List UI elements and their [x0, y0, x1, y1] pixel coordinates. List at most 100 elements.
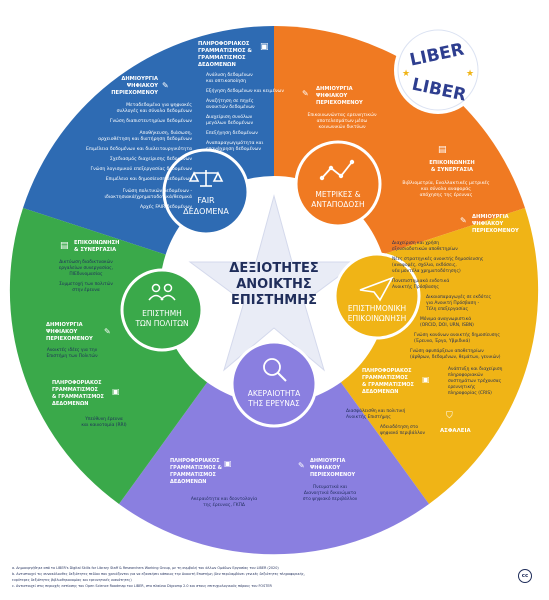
citizen-digital-item-2: Επιστήμη των Πολιτών — [46, 352, 98, 359]
pencil-icon: ✎ — [104, 327, 111, 336]
center-star — [188, 194, 360, 372]
fair-literacy-item-1: Ανάλυση δεδομένων — [206, 71, 253, 78]
footnotes: a. Δημιουργήθηκε από το LIBER's Digital … — [12, 565, 517, 589]
hub-fair-data: FAIR ΔΕΔΟΜΕΝΑ — [162, 148, 250, 236]
metrics-comm-heading-2: & ΣΥΝΕΡΓΑΣΙΑ — [431, 167, 473, 173]
scicomm-item-2: εξουσιοδοτικών αποθετηρίων — [392, 245, 458, 252]
magnifier-icon — [263, 358, 281, 376]
center-title-line-2: ΑΝΟΙΚΤΗΣ — [236, 277, 312, 292]
citizen-comm-item-5: στην έρευνα — [72, 286, 100, 293]
footnote-b-continued: ευρύτερες δεξιότητες βιβλιοθηκονομίας κα… — [12, 578, 132, 582]
hub-scicomm-line-2: ΕΠΙΚΟΙΝΩΝΗΣΗ — [348, 314, 407, 323]
integrity-digital-item-2: Διανοητικά δικαιώματα — [304, 489, 356, 496]
citizen-literacy-heading-2: ΓΡΑΜΜΑΤΙΣΜΟΣ — [52, 387, 98, 393]
scicomm-item-7: Ανοικτής Πρόσβασης — [392, 283, 439, 290]
footnote-c: c. Αντιστοιχεί στις περιοχές εστίασης το… — [12, 584, 272, 588]
citizen-sector-content: ▤ ΕΠΙΚΟΙΝΩΝΗΣΗ & ΣΥΝΕΡΓΑΣΙΑ Δικτύωση δια… — [46, 240, 127, 428]
fair-digital-item-11: ιδιοκτησιακά/χρηματοδοτικά/θεσμικά — [104, 193, 192, 200]
hub-citizen-line-1: ΕΠΙΣΤΗΜΗ — [142, 309, 182, 318]
fair-digital-heading-3: ΠΕΡΙΕΧΟΜΕΝΟΥ — [111, 90, 158, 96]
integrity-lit2-heading-3: ΓΡΑΜΜΑΤΙΣΜΟΣ — [170, 472, 216, 478]
fair-digital-item-6: Επιμέλεια δεδομένων και διαλειτουργικότη… — [86, 145, 192, 152]
fair-literacy-item-4: Αναζήτηση σε πηγές — [206, 97, 254, 104]
metrics-digital-heading-3: ΠΕΡΙΕΧΟΜΕΝΟΥ — [316, 100, 363, 106]
scicomm-item-3: Νέες στρατηγικές ανοικτής δημοσίευσης — [392, 255, 484, 262]
integrity-lit2-heading-4: ΔΕΔΟΜΕΝΩΝ — [170, 479, 206, 485]
hub-scicomm-line-1: ΕΠΙΣΤΗΜΟΝΙΚΗ — [348, 304, 406, 313]
metrics-digital-heading-2: ΨΗΦΙΑΚΟΥ — [316, 93, 348, 99]
metrics-comm-item-2: και σύνολα αναφοράς — [421, 185, 471, 192]
scicomm-item-9: για Ανοικτή Πρόσβαση - — [426, 299, 480, 306]
citizen-literacy-item-2: και καινοτομία (RRI) — [81, 421, 126, 428]
line-chart-icon — [321, 161, 353, 179]
citizen-literacy-heading-3: & ΓΡΑΜΜΑΤΙΣΜΟΣ — [52, 394, 105, 400]
hub-fair-line-1: FAIR — [197, 196, 215, 205]
center-title-line-3: ΕΠΙΣΤΗΜΗΣ — [231, 293, 317, 308]
fair-digital-item-1: Μεταδεδομένα για ψηφιακές — [126, 101, 192, 108]
pencil-icon: ✎ — [460, 216, 467, 225]
integrity-digital-heading-1: ΔΗΜΙΟΥΡΓΙΑ — [310, 458, 345, 464]
metrics-comm-item-3: απόχησης της έρευνας — [420, 191, 473, 198]
integrity-lit2-heading-2: ΓΡΑΜΜΑΤΙΣΜΟΣ & — [170, 465, 223, 471]
metrics-sector-content: ✎ ΔΗΜΙΟΥΡΓΙΑ ΨΗΦΙΑΚΟΥ ΠΕΡΙΕΧΟΜΕΝΟΥ Επικο… — [302, 86, 490, 198]
book-icon: ▣ — [422, 375, 430, 384]
license-badge-icon: cc — [518, 569, 532, 583]
citizen-digital-heading-3: ΠΕΡΙΕΧΟΜΕΝΟΥ — [46, 336, 93, 342]
chat-icon: ▤ — [60, 241, 69, 251]
center-title-line-1: ΔΕΞΙΟΤΗΤΕΣ — [229, 261, 318, 276]
fair-digital-item-12: Αρχές FAIR δεδομένων — [140, 203, 192, 210]
integrity-digital-item-1: Πνευματικά και — [313, 483, 348, 490]
fair-literacy-item-6: Διαχείριση συνόλων — [206, 113, 253, 120]
citizen-literacy-heading-1: ΠΛΗΡΟΦΟΡΙΑΚΟΣ — [52, 380, 102, 386]
integrity-lit2-item-2: της έρευνας, ΓΚΠΔ — [203, 501, 245, 508]
scicomm-digital-heading-1: ΔΗΜΙΟΥΡΓΙΑ — [472, 214, 509, 220]
fair-digital-item-7: Σχεδιασμός διαχείρισης δεδομένων — [110, 155, 193, 162]
fair-digital-item-10: Γνώση πολιτικών δεδομένων - — [123, 187, 193, 194]
shield-icon: ⛉ — [446, 411, 453, 421]
book-icon: ▣ — [224, 459, 232, 468]
fair-digital-item-2: συλλογές και σύνολα δεδομένων — [117, 107, 193, 114]
fair-literacy-item-8: Επεξήγηση δεδομένων — [206, 129, 258, 136]
hub-scholarly-communication: ΕΠΙΣΤΗΜΟΝΙΚΗ ΕΠΙΚΟΙΝΩΝΗΣΗ — [333, 252, 421, 340]
integrity-policy-item-4: ψηφιακό περιβάλλον — [380, 429, 425, 436]
metrics-digital-item-2: αποτελεσμάτων μέσω — [317, 117, 368, 124]
scicomm-item-4: (αναφορές, σχόλια, εκδόσεις, — [392, 261, 457, 268]
citizen-digital-item-1: Ανοικτές ιδέες για την — [47, 346, 98, 353]
metrics-comm-item-1: Βιβλιομετρία, Εναλλακτικές μετρικές — [402, 179, 489, 186]
fair-literacy-item-10: επανάχρηση δεδομένων — [206, 145, 261, 152]
integrity-cris-item-1: Ανάπτυξη και διαχείριση — [448, 365, 503, 372]
metrics-digital-heading-1: ΔΗΜΙΟΥΡΓΙΑ — [316, 86, 353, 92]
scicomm-item-13: Γνώση κανόνων ανοικτής δημοσίευσης — [414, 331, 500, 338]
integrity-policy-item-1: Διασφάλεισθη και πολιτική — [346, 407, 406, 414]
logo-star-right: ★ — [466, 69, 474, 79]
scicomm-item-14: (Έρευνα, Έργο, Υβριδικά) — [414, 337, 470, 344]
citizen-comm-item-4: Συμμετοχή των πολιτών — [59, 280, 113, 287]
fair-literacy-item-2: και οπτικοποίηση — [206, 77, 246, 84]
metrics-digital-item-1: Επικοινωνώντας ερευνητικών — [307, 111, 377, 118]
fair-literacy-item-5: ανοικτών δεδομένων — [206, 103, 255, 110]
safety-label: ΑΣΦΑΛΕΙΑ — [440, 428, 471, 434]
scicomm-item-10: Τέλη επεξεργασίας — [425, 305, 468, 312]
scicomm-item-6: Πανεπιστημιακά ενδοτικά — [392, 277, 449, 284]
book-icon: ▣ — [260, 42, 269, 52]
integrity-cris-item-2: πληροφοριακών — [448, 371, 484, 378]
scicomm-item-12: (ORCID, DOI, URN, ISBN) — [420, 322, 474, 328]
citizen-comm-item-2: εργαλείων συνεργασίας, — [59, 264, 113, 271]
citizen-comm-item-1: Δικτύωση διαδικτυακών — [59, 258, 113, 265]
scicomm-item-1: Διαχείριση και χρήση — [392, 239, 439, 246]
integrity-literacy-heading-2: ΓΡΑΜΜΑΤΙΣΜΟΣ — [362, 375, 408, 381]
chat-icon: ▤ — [438, 145, 447, 155]
fair-literacy-item-9: Αναπαραγωγιμότητα και — [206, 139, 264, 146]
citizen-literacy-heading-4: ΔΕΔΟΜΕΝΩΝ — [52, 401, 88, 407]
fair-literacy-item-7: μεγάλων δεδομένων — [206, 119, 253, 126]
scales-icon — [188, 170, 224, 187]
footnote-a: a. Δημιουργήθηκε από το LIBER's Digital … — [12, 566, 279, 570]
hub-citizen-line-2: ΤΩΝ ΠΟΛΙΤΩΝ — [134, 319, 188, 328]
pencil-icon: ✎ — [302, 89, 309, 98]
hub-citizen-science: ΕΠΙΣΤΗΜΗ ΤΩΝ ΠΟΛΙΤΩΝ — [120, 268, 204, 352]
fair-literacy-heading-1: ΠΛΗΡΟΦΟΡΙΑΚΟΣ — [198, 41, 250, 47]
scicomm-digital-heading-2: ΨΗΦΙΑΚΟΥ — [472, 221, 504, 227]
fair-literacy-item-3: Εξήγηση δεδομένων και κειμένων — [206, 87, 284, 94]
fair-digital-heading-2: ΨΗΦΙΑΚΟΥ — [127, 83, 159, 89]
